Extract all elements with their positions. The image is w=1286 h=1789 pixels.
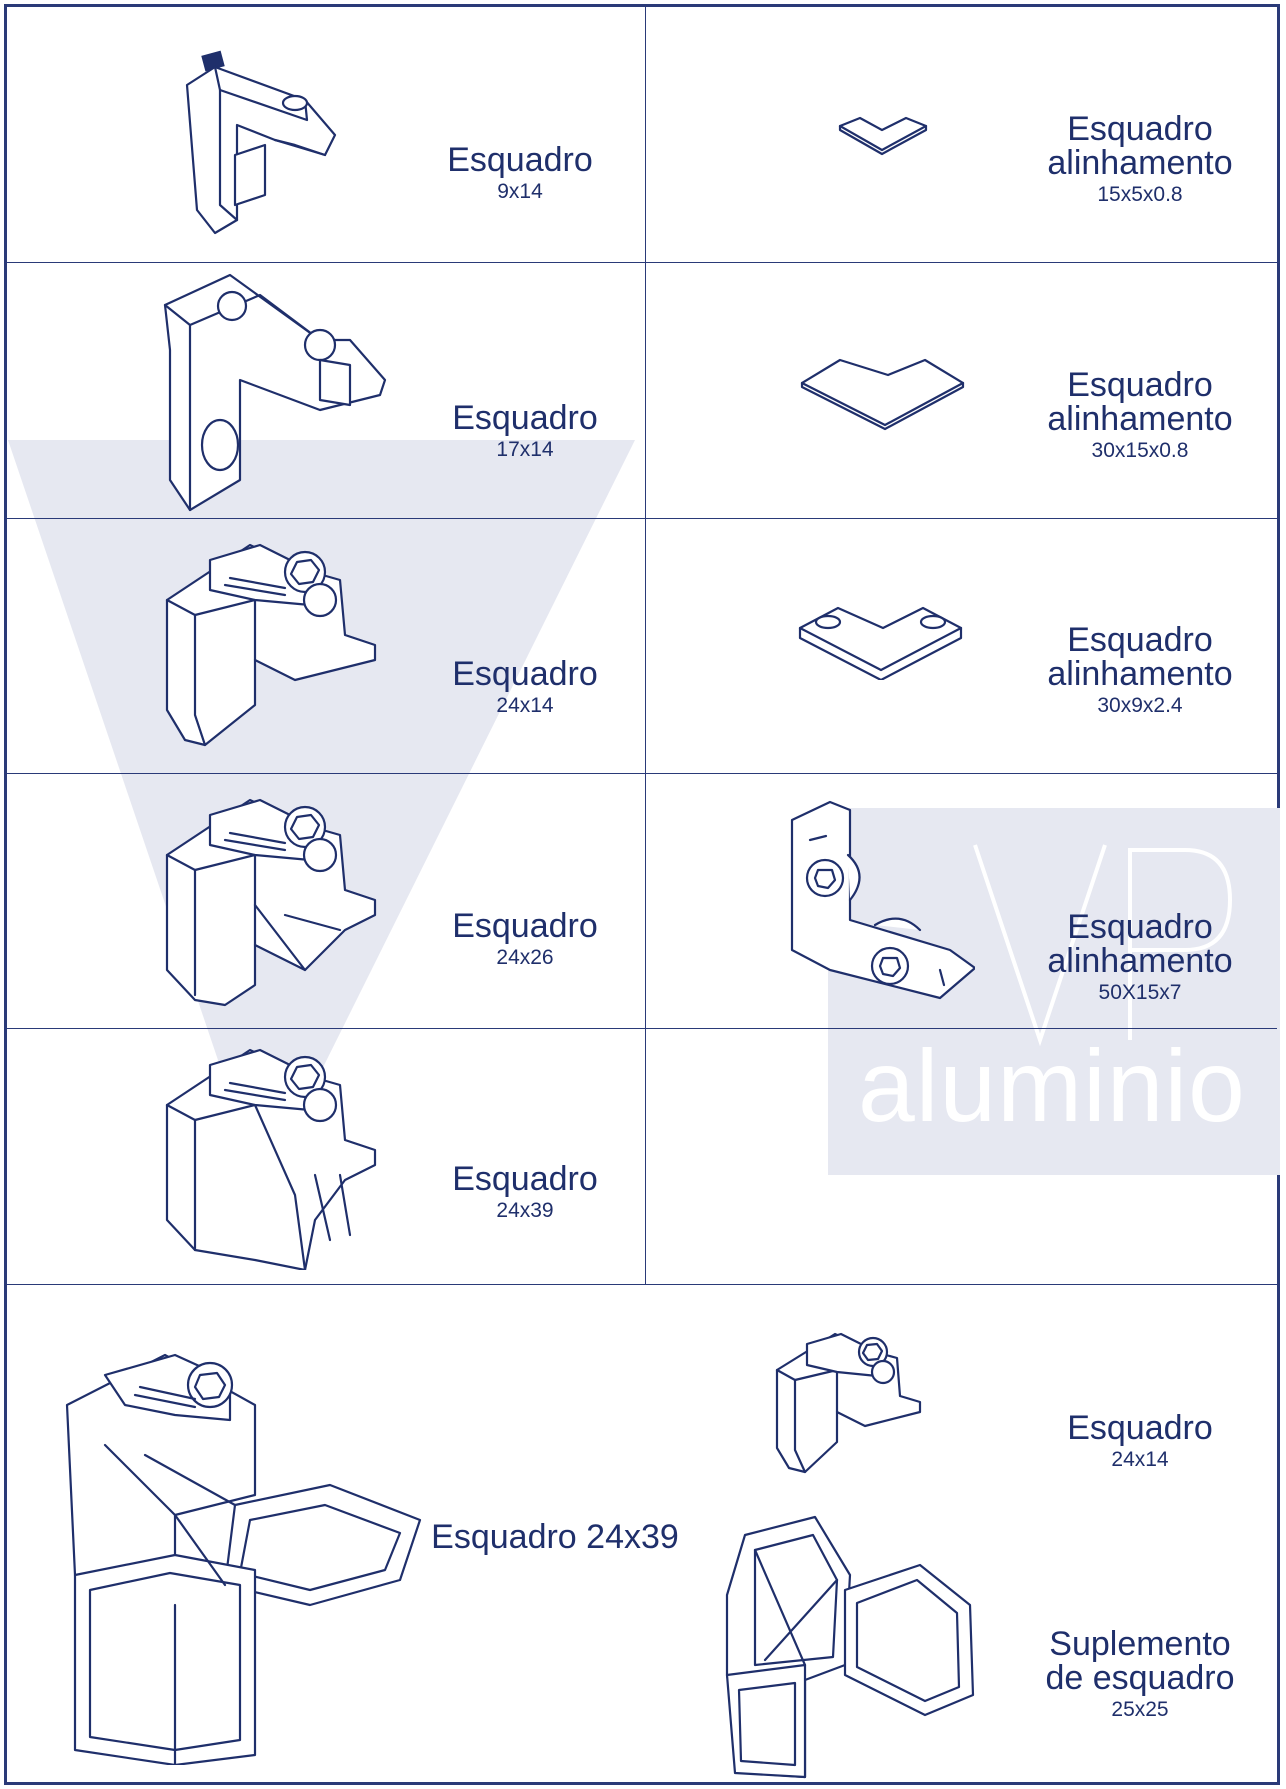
cell-label: Suplemento de esquadro 25x25 — [1020, 1627, 1260, 1720]
assembly-bracket-profile-icon — [65, 1345, 425, 1765]
product-name: de esquadro — [1045, 1659, 1235, 1697]
product-name: alinhamento — [1047, 400, 1233, 438]
product-name: alinhamento — [1047, 144, 1233, 182]
product-name: Esquadro — [452, 399, 598, 437]
bracket-supplement-icon — [725, 1515, 975, 1780]
product-name: Esquadro — [1067, 110, 1213, 148]
corner-bracket-9x14-icon — [175, 45, 360, 245]
cell-label: Esquadro alinhamento 30x9x2.4 — [1020, 623, 1260, 716]
cell-label: Esquadro 24x39 — [405, 1162, 645, 1221]
product-name: Esquadro — [452, 655, 598, 693]
product-name: Esquadro — [452, 1160, 598, 1198]
product-dimensions: 24x39 — [496, 1199, 554, 1222]
corner-bracket-24x14-icon — [165, 540, 385, 750]
assembly-label: Esquadro 24x39 — [410, 1520, 700, 1554]
product-name: alinhamento — [1047, 655, 1233, 693]
product-name: Esquadro 24x39 — [431, 1518, 679, 1556]
product-dimensions: 9x14 — [497, 180, 543, 203]
product-dimensions: 15x5x0.8 — [1097, 183, 1183, 206]
divider — [7, 773, 1277, 774]
product-name: Suplemento — [1049, 1625, 1231, 1663]
product-dimensions: 30x15x0.8 — [1091, 439, 1189, 462]
product-name: alinhamento — [1047, 942, 1233, 980]
divider — [7, 518, 1277, 519]
product-name: Esquadro — [1067, 908, 1213, 946]
divider — [7, 262, 1277, 263]
product-dimensions: 24x26 — [496, 946, 554, 969]
divider — [7, 1028, 1277, 1029]
alignment-plate-screws-icon — [798, 600, 963, 680]
cell-label: Esquadro alinhamento 50X15x7 — [1020, 910, 1260, 1003]
corner-bracket-24x14-small-icon — [775, 1330, 925, 1475]
product-dimensions: 30x9x2.4 — [1097, 694, 1183, 717]
product-dimensions: 24x14 — [1111, 1448, 1169, 1471]
cell-label: Esquadro 9x14 — [400, 143, 640, 202]
column-divider — [645, 7, 646, 1284]
cell-label: Esquadro 17x14 — [405, 401, 645, 460]
product-name: Esquadro — [1067, 621, 1213, 659]
corner-bracket-24x39-icon — [165, 1045, 380, 1270]
corner-bracket-17x14-icon — [150, 270, 390, 515]
product-name: Esquadro — [452, 907, 598, 945]
alignment-plate-small-icon — [838, 112, 928, 158]
product-name: Esquadro — [1067, 1409, 1213, 1447]
cell-label: Esquadro alinhamento 15x5x0.8 — [1020, 112, 1260, 205]
alignment-gear-bracket-icon — [790, 800, 975, 1000]
product-dimensions: 17x14 — [496, 438, 554, 461]
product-dimensions: 24x14 — [496, 694, 554, 717]
cell-label: Esquadro alinhamento 30x15x0.8 — [1020, 368, 1260, 461]
product-name: Esquadro — [1067, 366, 1213, 404]
alignment-plate-flat-icon — [800, 355, 965, 433]
product-dimensions: 50X15x7 — [1098, 981, 1182, 1004]
product-dimensions: 25x25 — [1111, 1698, 1169, 1721]
cell-label: Esquadro 24x14 — [1020, 1411, 1260, 1470]
corner-bracket-24x26-icon — [165, 795, 380, 1010]
cell-label: Esquadro 24x14 — [405, 657, 645, 716]
divider — [7, 1284, 1277, 1285]
cell-label: Esquadro 24x26 — [405, 909, 645, 968]
product-name: Esquadro — [447, 141, 593, 179]
